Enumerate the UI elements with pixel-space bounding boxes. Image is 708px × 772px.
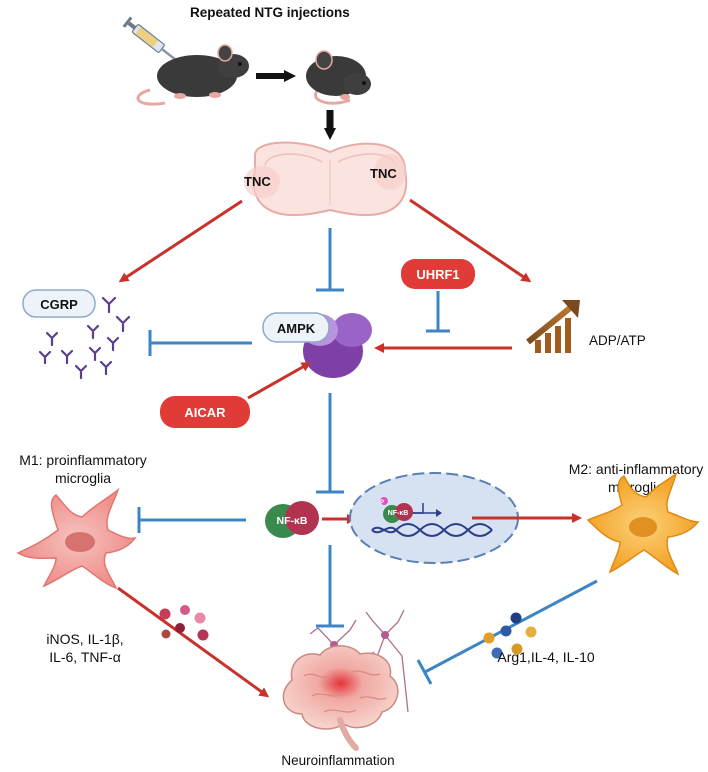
uhrf1-label: UHRF1: [416, 267, 459, 282]
bar-chart-arrow-icon: [526, 300, 580, 353]
inhibition-ampk-nfkb: [316, 393, 344, 494]
brain-icon: [282, 645, 399, 751]
nfkb-label: NF-κB: [277, 515, 308, 527]
tnc-left-label: TNC: [244, 174, 271, 189]
activation-arrow-aicar-ampk: [247, 362, 312, 400]
syringe-icon: [122, 16, 179, 63]
inhibition-nfkb-m1: [137, 507, 246, 533]
cgrp-label: CGRP: [40, 297, 78, 312]
activation-arrow-tnc-cgrp: [118, 199, 243, 283]
inhibition-m2-neuroinflammation: [416, 579, 598, 685]
aicar-label: AICAR: [184, 405, 226, 420]
uhrf1-node: [401, 259, 475, 289]
inhibition-ampk-cgrp: [148, 330, 252, 356]
adp-atp-label: ADP/ATP: [589, 333, 646, 348]
ampk-label: AMPK: [277, 321, 316, 336]
inhibition-nfkb-neuroinflammation: [316, 545, 344, 628]
aicar-node: [160, 396, 250, 428]
inhibition-tnc-ampk: [316, 228, 344, 292]
mouse-icon: [306, 50, 371, 105]
mouse-icon: [136, 44, 249, 106]
m1-cytokines-line1: iNOS, IL-1β,: [46, 631, 123, 647]
nfkb-nucleus-label: NF-κB: [388, 510, 409, 517]
ampk-node: [262, 312, 330, 343]
microglia-icon: [16, 487, 137, 590]
antibody-icon: [38, 296, 131, 380]
inhibition-uhrf1: [426, 291, 450, 333]
m1-label-line1: M1: proinflammatory: [19, 452, 147, 468]
activation-arrow-m1-neuroinflammation: [117, 586, 270, 698]
m1-label-line2: microglia: [55, 470, 111, 486]
neuroinflammation-label: Neuroinflammation: [281, 753, 394, 768]
cytokine-dots-m2: [483, 612, 537, 659]
m2-label-line1: M2: anti-inflammatory: [569, 461, 704, 477]
nfkb-complex: [265, 501, 319, 538]
phospho-label: P: [380, 500, 384, 506]
microglia-icon: [586, 472, 700, 576]
cytokine-dots-m1: [159, 605, 209, 641]
m1-cytokines-line2: IL-6, TNF-α: [49, 649, 121, 665]
diagram-title: Repeated NTG injections: [190, 5, 350, 20]
cgrp-node: [22, 289, 96, 318]
activation-arrow-tnc-adpatp: [409, 198, 532, 283]
m2-cytokines-label: Arg1,IL-4, IL-10: [497, 649, 594, 665]
trigeminal-nucleus-section: [244, 141, 408, 216]
tnc-right-label: TNC: [370, 166, 397, 181]
